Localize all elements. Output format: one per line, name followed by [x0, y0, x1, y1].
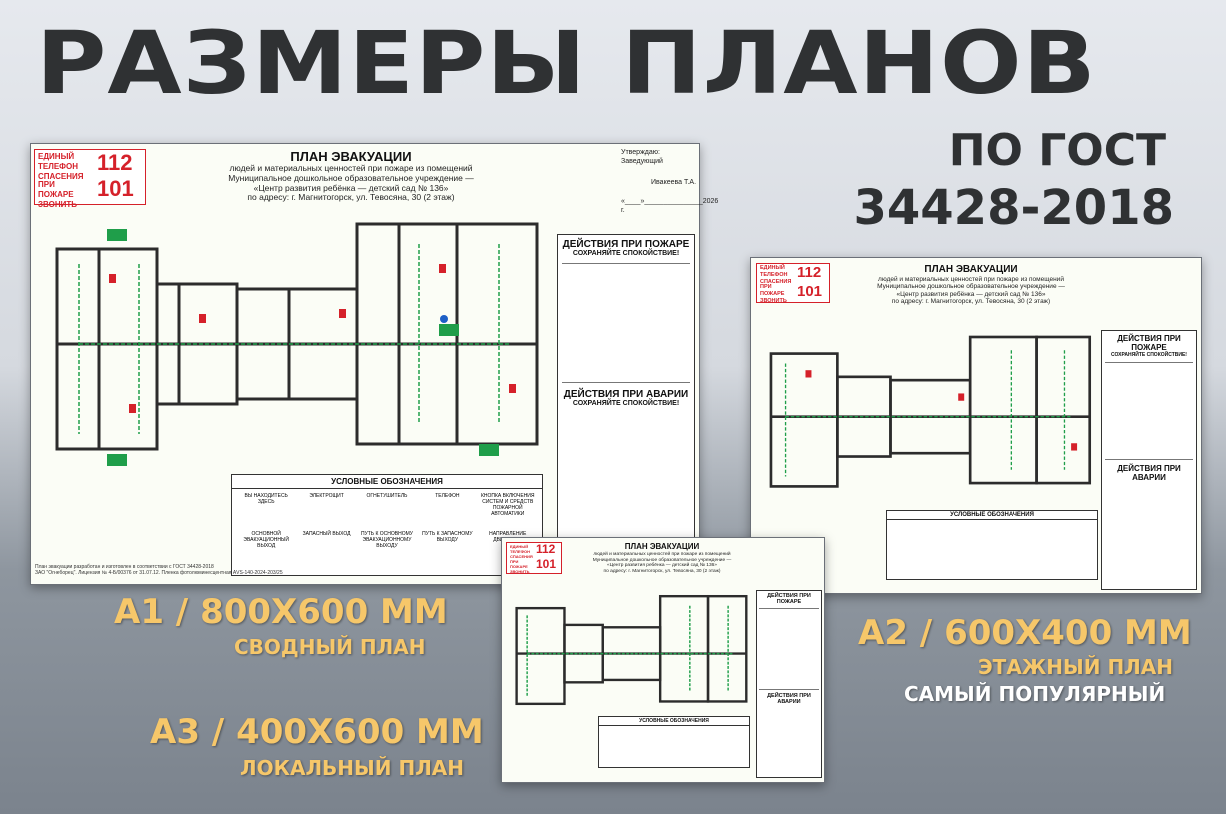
plan-title: ПЛАН ЭВАКУАЦИИ: [924, 264, 1018, 275]
phone-number-112: 112: [97, 150, 133, 175]
a1-size-caption: А1 / 800Х600 ММ: [114, 592, 448, 632]
plan-title: ПЛАН ЭВАКУАЦИИ: [624, 542, 700, 551]
plan-subtitle: людей и материальных ценностей при пожар…: [228, 163, 474, 203]
floor-plan: [769, 335, 1092, 488]
legend: УСЛОВНЫЕ ОБОЗНАЧЕНИЯ ВЫ НАХОДИТЕСЬ ЗДЕСЬ…: [231, 474, 543, 576]
a2-size-caption: А2 / 600Х400 ММ: [858, 613, 1192, 653]
floor-plan: [515, 594, 748, 706]
approval-block: Утверждаю:Заведующий Ивакеева Т.А. «____…: [621, 149, 719, 215]
a3-desc-caption: ЛОКАЛЬНЫЙ ПЛАН: [240, 756, 465, 780]
fire-actions-panel: ДЕЙСТВИЯ ПРИ ПОЖАРЕ СОХРАНЯЙТЕ СПОКОЙСТВ…: [1101, 330, 1197, 590]
emergency-phone-box: ЕДИНЫЙ ТЕЛЕФОН СПАСЕНИЯ 112 ПРИ ПОЖАРЕ З…: [506, 542, 562, 574]
page-title: РАЗМЕРЫ ПЛАНОВ: [36, 12, 1097, 114]
phone-number-101: 101: [97, 176, 134, 201]
a1-desc-caption: СВОДНЫЙ ПЛАН: [234, 635, 426, 659]
a3-size-caption: А3 / 400Х600 ММ: [150, 712, 484, 752]
legend: УСЛОВНЫЕ ОБОЗНАЧЕНИЯ: [598, 716, 750, 768]
plan-a3: ЕДИНЫЙ ТЕЛЕФОН СПАСЕНИЯ 112 ПРИ ПОЖАРЕ З…: [501, 537, 825, 783]
fire-actions-panel: ДЕЙСТВИЯ ПРИ ПОЖАРЕ СОХРАНЯЙТЕ СПОКОЙСТВ…: [557, 234, 695, 556]
plan-a2: ЕДИНЫЙ ТЕЛЕФОН СПАСЕНИЯ 112 ПРИ ПОЖАРЕ З…: [750, 257, 1202, 594]
a2-desc-caption: ЭТАЖНЫЙ ПЛАН: [978, 655, 1174, 679]
legend: УСЛОВНЫЕ ОБОЗНАЧЕНИЯ: [886, 510, 1098, 580]
fire-actions-panel: ДЕЙСТВИЯ ПРИ ПОЖАРЕ ДЕЙСТВИЯ ПРИ АВАРИИ: [756, 590, 822, 778]
gost-number: 34428-2018: [853, 180, 1174, 236]
plan-a1: ЕДИНЫЙ ТЕЛЕФОН СПАСЕНИЯ 112 ПРИ ПОЖАРЕ З…: [30, 143, 718, 585]
plan-subtitle: людей и материальных ценностей при пожар…: [877, 276, 1065, 306]
emergency-phone-box: ЕДИНЫЙ ТЕЛЕФОН СПАСЕНИЯ 112 ПРИ ПОЖАРЕ З…: [756, 263, 830, 304]
gost-label: ПО ГОСТ: [948, 125, 1166, 176]
plan-footer: План эвакуации разработан и изготовлен в…: [35, 564, 283, 576]
plan-subtitle: людей и материальных ценностей при пожар…: [592, 552, 732, 574]
phone-label: ЕДИНЫЙ ТЕЛЕФОН СПАСЕНИЯ: [38, 152, 84, 181]
a2-popular-caption: САМЫЙ ПОПУЛЯРНЫЙ: [904, 682, 1166, 706]
emergency-phone-box: ЕДИНЫЙ ТЕЛЕФОН СПАСЕНИЯ 112 ПРИ ПОЖАРЕ З…: [34, 149, 146, 209]
phone-label-fire: ПРИ ПОЖАРЕ ЗВОНИТЬ: [38, 180, 77, 209]
floor-plan: [55, 222, 539, 466]
plan-title: ПЛАН ЭВАКУАЦИИ: [290, 149, 412, 164]
